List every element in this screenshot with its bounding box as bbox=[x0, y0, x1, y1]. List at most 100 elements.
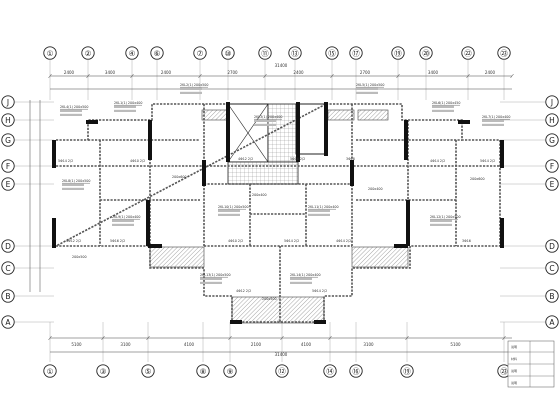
svg-text:⑰: ⑰ bbox=[352, 49, 360, 58]
dim-tick bbox=[130, 73, 134, 79]
dim-tick bbox=[330, 73, 334, 79]
svg-text:E: E bbox=[6, 180, 11, 189]
dim-label: 2700 bbox=[227, 70, 238, 75]
dim-label: 3100 bbox=[363, 342, 374, 347]
dim-tick bbox=[263, 73, 267, 79]
shear-walls bbox=[52, 102, 504, 324]
dim-tick bbox=[146, 335, 150, 341]
axis-bubble-top: ⑬ bbox=[288, 46, 302, 60]
row-bubble-right: J bbox=[545, 95, 559, 109]
svg-text:2KL13(1) 200x500: 2KL13(1) 200x500 bbox=[200, 273, 231, 277]
dim-tick bbox=[396, 73, 400, 79]
axis-bubble-top: ⑳ bbox=[419, 46, 433, 60]
svg-text:⑩: ⑩ bbox=[225, 49, 232, 58]
row-bubble-left: H bbox=[1, 113, 15, 127]
svg-text:⑳: ⑳ bbox=[422, 49, 430, 58]
svg-text:⑭: ⑭ bbox=[326, 367, 334, 376]
svg-text:⑥: ⑥ bbox=[154, 49, 161, 58]
axis-bubble-top: ⑪ bbox=[258, 46, 272, 60]
svg-text:G: G bbox=[5, 136, 11, 145]
dim-tick bbox=[405, 335, 409, 341]
axis-bubble-top: ㉓ bbox=[497, 46, 511, 60]
svg-text:2KL14(1) 200x400: 2KL14(1) 200x400 bbox=[290, 273, 321, 277]
svg-text:D: D bbox=[5, 242, 11, 251]
svg-text:E: E bbox=[550, 180, 555, 189]
svg-text:2KL7(1) 200x400: 2KL7(1) 200x400 bbox=[482, 115, 510, 119]
row-bubble-right: H bbox=[545, 113, 559, 127]
span-label: 5Φ16 2/2 bbox=[290, 157, 305, 161]
dim-tick bbox=[198, 73, 202, 79]
axis-bubble-bottom: ③ bbox=[96, 364, 110, 378]
svg-text:H: H bbox=[549, 116, 555, 125]
span-label: 5Φ14 2/2 bbox=[58, 159, 73, 163]
row-bubble-left: B bbox=[1, 289, 15, 303]
svg-text:⑦: ⑦ bbox=[197, 49, 204, 58]
svg-text:B: B bbox=[5, 292, 10, 301]
dim-tick bbox=[280, 335, 284, 341]
svg-text:G: G bbox=[549, 136, 555, 145]
svg-text:㉓: ㉓ bbox=[500, 49, 508, 58]
axis-bubble-top: ① bbox=[43, 46, 57, 60]
svg-text:⑨: ⑨ bbox=[227, 367, 234, 376]
size-label: 200x400 bbox=[368, 187, 383, 191]
svg-text:⑬: ⑬ bbox=[291, 49, 299, 58]
dim-tick bbox=[328, 335, 332, 341]
row-bubble-left: F bbox=[1, 159, 15, 173]
row-bubble-right: F bbox=[545, 159, 559, 173]
beam-annotation: 2KL3(1) 200x400 bbox=[254, 115, 282, 126]
dim-label: 5100 bbox=[450, 342, 461, 347]
row-bubble-right: D bbox=[545, 239, 559, 253]
beam-annotation: 2KL13(1) 200x500 bbox=[200, 273, 231, 284]
beam-annotation: 2KL4(1) 200x500 bbox=[60, 105, 88, 116]
beam-annotation: 2KL11(1) 200x400 bbox=[308, 205, 339, 216]
svg-text:A: A bbox=[5, 318, 11, 327]
row-bubble-left: C bbox=[1, 261, 15, 275]
svg-text:2KL6(1) 200x450: 2KL6(1) 200x450 bbox=[432, 101, 460, 105]
size-label: 200x600 bbox=[172, 175, 187, 179]
svg-text:D: D bbox=[549, 242, 555, 251]
svg-text:2KL11(1) 200x400: 2KL11(1) 200x400 bbox=[308, 205, 339, 209]
dim-label: 5100 bbox=[71, 342, 82, 347]
row-bubble-left: A bbox=[1, 315, 15, 329]
total-dimension: 31400 bbox=[275, 63, 288, 68]
svg-text:2KL2(1) 200x500: 2KL2(1) 200x500 bbox=[180, 83, 208, 87]
svg-text:2KL9(1) 200x400: 2KL9(1) 200x400 bbox=[112, 215, 140, 219]
dim-tick bbox=[48, 73, 52, 79]
axis-bubble-top: ② bbox=[81, 46, 95, 60]
row-bubble-left: G bbox=[1, 133, 15, 147]
row-bubble-right: C bbox=[545, 261, 559, 275]
svg-text:①: ① bbox=[47, 49, 54, 58]
svg-text:⑲: ⑲ bbox=[394, 49, 402, 58]
row-bubble-right: G bbox=[545, 133, 559, 147]
svg-text:A: A bbox=[549, 318, 555, 327]
svg-text:J: J bbox=[550, 98, 553, 107]
span-label: 4Φ12 2/2 bbox=[236, 289, 251, 293]
dim-tick bbox=[86, 73, 90, 79]
svg-text:⑮: ⑮ bbox=[328, 49, 336, 58]
size-label: 200x500 bbox=[262, 297, 277, 301]
dim-label: 4100 bbox=[184, 342, 195, 347]
dim-tick bbox=[101, 335, 105, 341]
svg-text:2KL5(1) 200x500: 2KL5(1) 200x500 bbox=[356, 83, 384, 87]
span-label: 4Φ12 2/2 bbox=[238, 157, 253, 161]
axis-bubble-top: ⑦ bbox=[193, 46, 207, 60]
span-label: 4Φ12 2/2 bbox=[66, 239, 81, 243]
beam-annotation: 2KL6(1) 200x450 bbox=[432, 101, 460, 112]
span-label: 5Φ14 2/2 bbox=[284, 239, 299, 243]
svg-text:⑲: ⑲ bbox=[403, 367, 411, 376]
svg-text:C: C bbox=[549, 264, 554, 273]
svg-text:2KL8(1) 200x500: 2KL8(1) 200x500 bbox=[62, 179, 90, 183]
dim-label: 2100 bbox=[251, 342, 262, 347]
span-label: 4Φ14 2/2 bbox=[430, 159, 445, 163]
axis-bubble-bottom: ⑭ bbox=[323, 364, 337, 378]
dim-label: 3400 bbox=[428, 70, 439, 75]
svg-text:㉓: ㉓ bbox=[500, 367, 508, 376]
svg-text:C: C bbox=[5, 264, 10, 273]
row-bubble-left: D bbox=[1, 239, 15, 253]
row-bubble-left: E bbox=[1, 177, 15, 191]
row-bubble-right: E bbox=[545, 177, 559, 191]
size-label: 200x600 bbox=[470, 177, 485, 181]
legend-row-label: 说明 bbox=[511, 368, 517, 373]
